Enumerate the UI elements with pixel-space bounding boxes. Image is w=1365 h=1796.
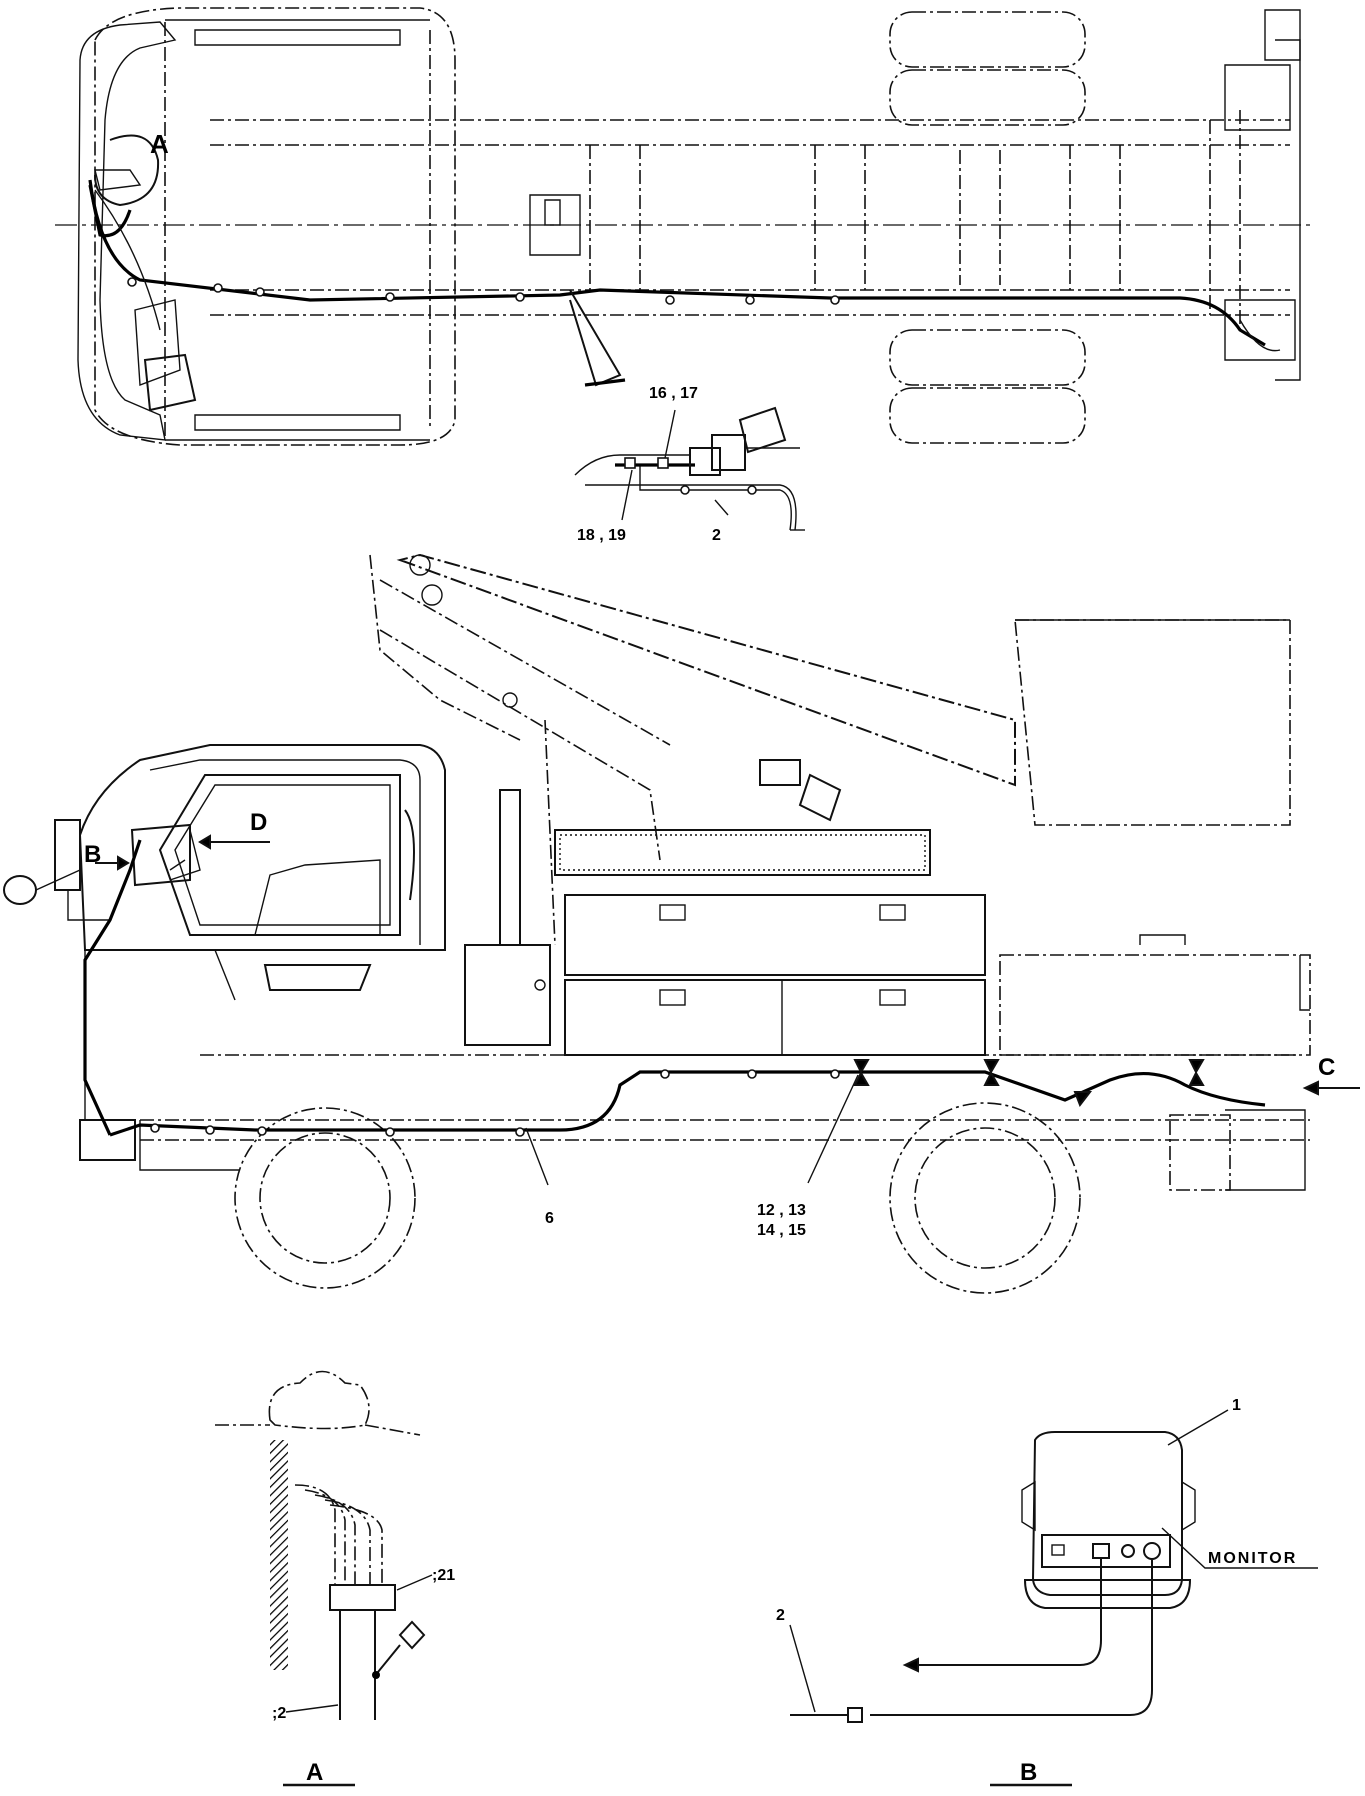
callout-a: A [150, 129, 169, 159]
view-title-a: A [306, 1759, 323, 1786]
callout-21: ;21 [432, 1567, 455, 1584]
callout-16-17: 16 , 17 [649, 385, 698, 402]
monitor-label: MONITOR [1208, 1550, 1297, 1567]
view-title-b: B [1020, 1759, 1037, 1786]
top-view-chassis [55, 7, 1310, 446]
callout-labels: A B C D 16 , 17 18 , 19 2 12 , 13 14 , 1… [84, 129, 1335, 1786]
inset-connector-detail [574, 406, 805, 531]
callout-b: B [84, 841, 101, 868]
callout-2-inset: 2 [712, 527, 721, 544]
detail-view-b [789, 1409, 1318, 1787]
callout-2-detail-a: ;2 [272, 1705, 286, 1722]
callout-14-15: 14 , 15 [757, 1222, 806, 1239]
callout-c: C [1318, 1054, 1335, 1081]
callout-18-19: 18 , 19 [577, 527, 626, 544]
callout-6: 6 [545, 1210, 554, 1227]
callout-12-13: 12 , 13 [757, 1202, 806, 1219]
side-view-truck [3, 553, 1360, 1294]
callout-1: 1 [1232, 1397, 1241, 1414]
callout-2-detail-b: 2 [776, 1607, 785, 1624]
harness-clips-side [150, 1059, 1205, 1137]
detail-view-a [215, 1370, 433, 1787]
wall-hatching [270, 1440, 288, 1670]
harness-clips-top [127, 277, 840, 305]
callout-d: D [250, 809, 267, 836]
